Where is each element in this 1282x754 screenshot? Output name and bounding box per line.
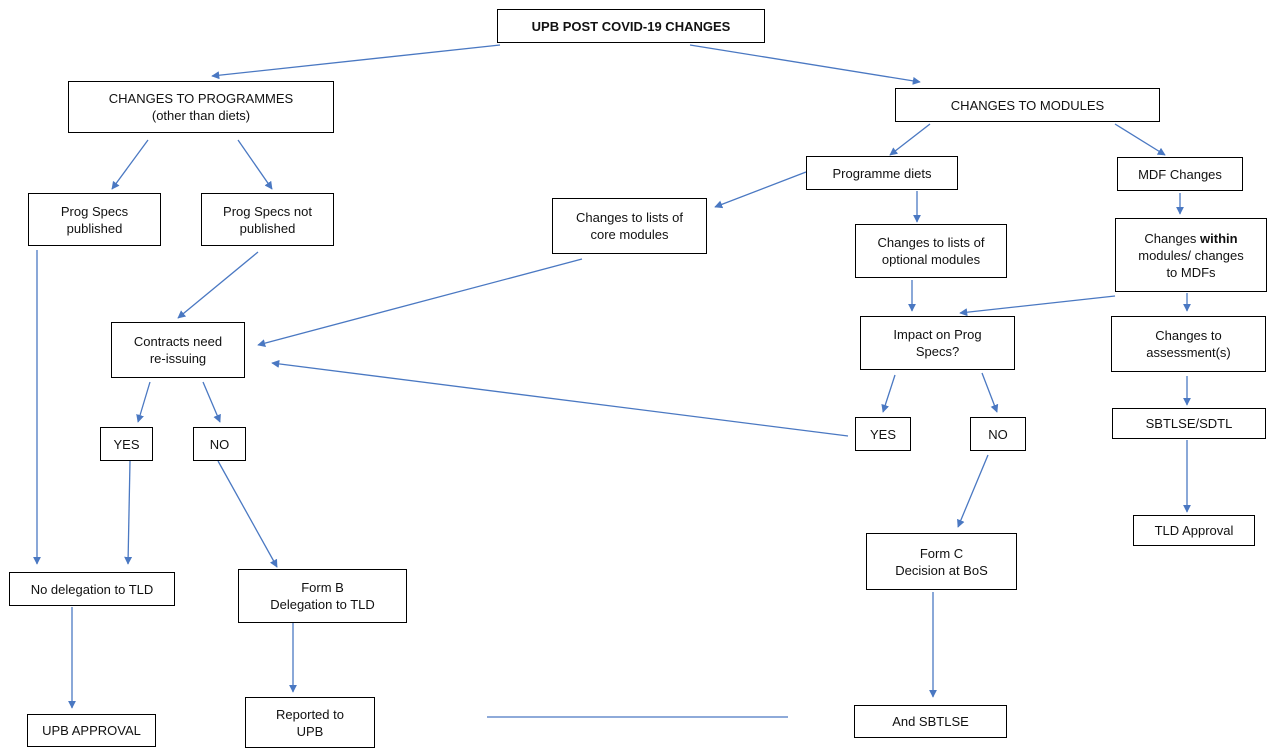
arrow-within-to-impact	[959, 295, 1116, 317]
node-changes-to-programmes: CHANGES TO PROGRAMMES (other than diets)	[68, 81, 334, 133]
node-changes-to-modules: CHANGES TO MODULES	[895, 88, 1160, 122]
node-line: And SBTLSE	[892, 714, 969, 729]
node-line: NO	[988, 426, 1008, 442]
node-upb-approval: UPB APPROVAL	[27, 714, 156, 747]
node-line: optional modules	[881, 252, 981, 267]
node-prog-specs-published: Prog Specs published	[28, 193, 161, 246]
node-line: Changes to lists of	[877, 235, 985, 250]
node-line-text: Changes	[1144, 230, 1201, 246]
node-yes-left: YES	[100, 427, 153, 461]
node-line: Prog Specs	[60, 203, 129, 219]
arrow-programmes-to-not-published	[237, 139, 273, 190]
node-reported-to-upb: Reported to UPB	[245, 697, 375, 748]
node-line: Contracts need	[133, 334, 223, 349]
node-line: Prog Specs not	[223, 203, 312, 219]
node-line: re-issuing	[149, 351, 207, 366]
node-line: YES	[113, 436, 140, 452]
node-programme-diets: Programme diets	[806, 156, 958, 190]
arrow-contracts-to-no	[202, 381, 221, 423]
node-line: CHANGES TO MODULES	[950, 97, 1105, 113]
arrow-contracts-to-yes	[136, 381, 151, 423]
node-line: Impact on Prog	[893, 327, 982, 342]
node-line: UPB	[296, 723, 324, 739]
node-no-left: NO	[193, 427, 246, 461]
node-impact-on-prog-specs: Impact on Prog Specs?	[860, 316, 1015, 370]
node-line: Decision at BoS	[895, 562, 988, 578]
arrow-no-left-to-form-b	[217, 460, 278, 568]
emphasis-within: within	[1200, 230, 1238, 246]
arrow-impact-to-yes	[881, 374, 896, 413]
node-form-c: Form C Decision at BoS	[866, 533, 1017, 590]
node-line: Changes within	[1144, 230, 1237, 247]
arrow-impact-to-no	[981, 372, 999, 413]
node-line: Form C	[919, 545, 964, 561]
node-line: TLD Approval	[1154, 523, 1234, 538]
node-line: Specs?	[915, 344, 960, 359]
node-line: MDF Changes	[1138, 166, 1222, 182]
node-no-right: NO	[970, 417, 1026, 451]
node-contracts-need-reissuing: Contracts need re-issuing	[111, 322, 245, 378]
node-line: Changes to	[1155, 328, 1222, 343]
node-and-sbtlse: And SBTLSE	[854, 705, 1007, 738]
node-line: published	[239, 220, 296, 236]
node-changes-optional-modules: Changes to lists of optional modules	[855, 224, 1007, 278]
node-line: Form B	[301, 580, 344, 595]
node-form-b: Form B Delegation to TLD	[238, 569, 407, 623]
arrow-no-right-to-form-c	[957, 454, 989, 528]
node-line: core modules	[590, 227, 669, 242]
arrow-core-to-contracts	[257, 258, 583, 348]
node-no-delegation-to-tld: No delegation to TLD	[9, 572, 175, 606]
arrow-yes-left-to-no-delegation	[124, 460, 133, 565]
arrow-programmes-to-published	[111, 139, 149, 190]
arrow-not-published-to-contracts	[177, 251, 259, 319]
node-line: YES	[869, 426, 896, 442]
node-line: UPB APPROVAL	[42, 723, 141, 738]
node-line: SBTLSE/SDTL	[1145, 416, 1233, 431]
node-changes-core-modules: Changes to lists of core modules	[552, 198, 707, 254]
node-line: UPB POST COVID-19 CHANGES	[531, 18, 731, 34]
node-line: Delegation to TLD	[270, 597, 375, 612]
arrow-modules-to-diets	[889, 123, 931, 156]
node-line: NO	[209, 436, 230, 452]
node-line: Reported to	[276, 706, 344, 722]
node-changes-to-assessments: Changes to assessment(s)	[1111, 316, 1266, 372]
arrow-diets-to-core	[714, 171, 807, 209]
node-line: published	[66, 220, 123, 236]
node-changes-within-modules: Changes within modules/ changes to MDFs	[1115, 218, 1267, 292]
node-tld-approval: TLD Approval	[1133, 515, 1255, 546]
node-line: assessment(s)	[1146, 345, 1231, 360]
node-line: CHANGES TO PROGRAMMES	[108, 91, 294, 106]
node-line: modules/ changes	[1138, 247, 1244, 263]
node-upb-post-covid-changes: UPB POST COVID-19 CHANGES	[497, 9, 765, 43]
node-prog-specs-not-published: Prog Specs not published	[201, 193, 334, 246]
arrow-title-to-modules	[689, 44, 921, 85]
node-sbtlse-sdtl: SBTLSE/SDTL	[1112, 408, 1266, 439]
node-line: (other than diets)	[151, 108, 251, 123]
node-line: Changes to lists of	[576, 210, 683, 225]
node-mdf-changes: MDF Changes	[1117, 157, 1243, 191]
arrow-title-to-programmes	[211, 44, 501, 80]
node-line: to MDFs	[1166, 264, 1216, 280]
arrow-yes-right-to-contracts	[271, 359, 849, 437]
node-line: Programme diets	[832, 165, 932, 181]
node-line: No delegation to TLD	[30, 581, 154, 597]
arrow-modules-to-mdf	[1114, 123, 1166, 156]
node-yes-right: YES	[855, 417, 911, 451]
